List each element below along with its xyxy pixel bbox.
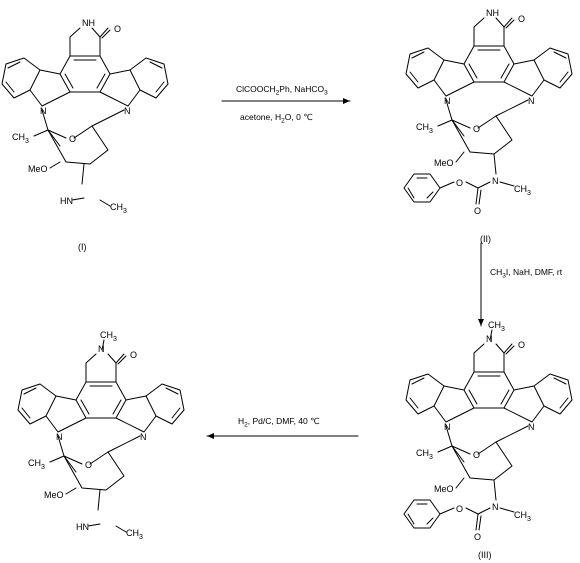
n-methyl: CH3 [126,528,143,541]
carbonyl-o: O [518,340,525,350]
carbamate-n: N [492,502,499,512]
ester-o: O [456,178,463,188]
indole-n-right: N [140,432,147,442]
methoxy-group: MeO [44,490,64,500]
lactam-n: N [98,344,105,354]
lactam-nh: NH [82,18,95,28]
carbonyl-o: O [130,350,137,360]
amine-nh: HN [60,196,73,206]
indole-n-left: N [56,432,63,442]
methoxy-group: MeO [434,484,454,494]
compound-3: N CH3 O N N O CH3 MeO N CH3 O O (III) [403,320,573,560]
lactam-n-methyl: CH3 [100,330,117,343]
methyl-group: CH3 [12,132,29,145]
carbonyl-o: O [518,14,525,24]
methoxy-group: MeO [28,164,48,174]
reaction-arrow-step-2: CH3I, NaH, DMF, rt [478,242,563,327]
ester-o: O [456,504,463,514]
compound-label: (I) [78,242,87,252]
methyl-group: CH3 [416,448,433,461]
step-3-conditions: H2, Pd/C, DMF, 40 ℃ [238,416,320,429]
indole-n-right: N [528,422,535,432]
compound-label: (II) [480,234,491,244]
n-methyl: CH3 [514,510,531,523]
step-2-conditions: CH3I, NaH, DMF, rt [490,267,563,280]
step-1-conditions: acetone, H2O, 0 ℃ [240,112,313,125]
indole-n-left: N [444,422,451,432]
ring-oxygen: O [473,450,480,460]
compound-label: (III) [478,550,492,560]
compound-2: NH O N N O CH3 MeO N CH3 O O (II) [403,8,573,244]
reaction-arrow-step-3: H2, Pd/C, DMF, 40 ℃ [206,416,359,439]
step-1-reagents: ClCOOCH2Ph, NaHCO3 [236,84,328,97]
reaction-arrow-step-1: ClCOOCH2Ph, NaHCO3 acetone, H2O, 0 ℃ [221,84,351,125]
indole-n-left: N [40,106,47,116]
n-methyl: CH3 [514,184,531,197]
lactam-n-methyl: CH3 [488,320,505,333]
carbamate-carbonyl-o: O [474,206,481,216]
indole-n-right: N [528,96,535,106]
ring-oxygen: O [85,460,92,470]
indole-n-right: N [124,106,131,116]
ring-oxygen: O [69,134,76,144]
compound-4: N CH3 O N N O CH3 MeO HN CH3 [17,330,185,541]
methoxy-group: MeO [434,158,454,168]
carbonyl-o: O [114,24,121,34]
carbamate-n: N [492,176,499,186]
methyl-group: CH3 [28,458,45,471]
methyl-group: CH3 [416,122,433,135]
indole-n-left: N [444,96,451,106]
lactam-n: N [486,334,493,344]
amine-nh: HN [76,522,89,532]
carbamate-carbonyl-o: O [474,532,481,542]
ring-oxygen: O [473,124,480,134]
lactam-nh: NH [486,8,499,18]
n-methyl: CH3 [110,202,127,215]
compound-1: NH O N N O CH3 MeO HN CH3 (I) [1,18,169,252]
